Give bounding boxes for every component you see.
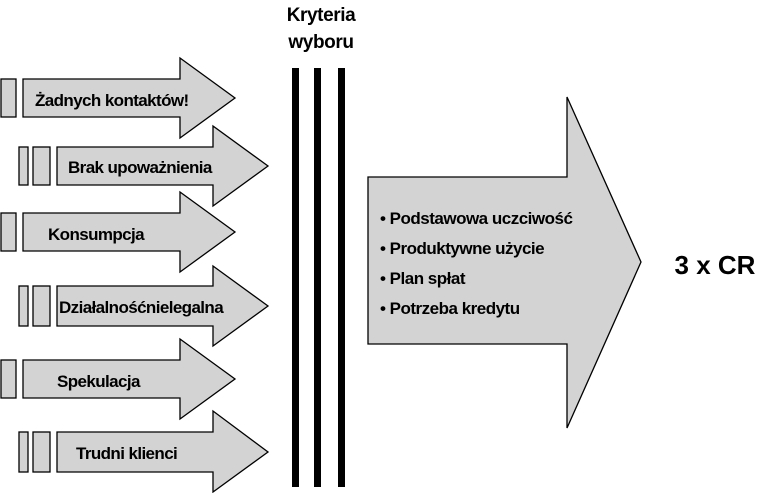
arrow-label: Trudni klienci (76, 444, 177, 463)
arrow-shape (56, 409, 270, 493)
arrow-no-authorization: Brak upoważnienia (18, 124, 270, 208)
arrow-stub-bar (0, 212, 17, 252)
arrow-label: Spekulacja (57, 372, 141, 391)
criteria-item: • Plan spłat (380, 269, 466, 288)
criteria-title-line1: Kryteria (287, 5, 356, 26)
criteria-bar (338, 68, 345, 487)
arrow-consumption: Konsumpcja (0, 190, 237, 274)
arrow-difficult-clients: Trudni klienci (18, 409, 270, 493)
arrow-stub-bar (32, 146, 51, 186)
result-label: 3 x CR (675, 250, 756, 280)
criteria-item: • Produktywne użycie (380, 239, 544, 258)
arrow-stub-bar (0, 359, 17, 399)
arrow-stub-bar (18, 431, 29, 473)
arrow-stub-bar (32, 285, 51, 327)
arrow-shape (22, 190, 237, 274)
big-arrow-shape (367, 96, 642, 429)
criteria-item: • Potrzeba kredytu (380, 299, 520, 318)
criteria-item: • Podstawowa uczciwość (380, 209, 572, 228)
arrow-stub-bar (32, 431, 51, 473)
criteria-bar (292, 68, 299, 487)
criteria-bar (314, 68, 321, 487)
arrow-label: Brak upoważnienia (68, 158, 213, 177)
arrow-label: Konsumpcja (48, 225, 145, 244)
arrow-shape (56, 264, 270, 348)
arrow-label: Żadnych kontaktów! (35, 91, 189, 110)
criteria-title-line2: wyboru (287, 32, 353, 53)
arrow-shape (22, 56, 237, 140)
arrow-speculation: Spekulacja (0, 337, 237, 421)
arrow-stub-bar (18, 146, 29, 186)
arrow-label: Działalnośćnielegalna (59, 298, 224, 317)
arrow-stub-bar (0, 78, 17, 118)
arrow-no-contacts: Żadnych kontaktów! (0, 56, 237, 140)
arrow-illegal-activity: Działalnośćnielegalna (18, 264, 270, 348)
arrow-shape (56, 124, 270, 208)
big-arrow: • Podstawowa uczciwość • Produktywne uży… (367, 96, 642, 429)
arrow-stub-bar (18, 285, 29, 327)
arrow-shape (22, 337, 237, 421)
